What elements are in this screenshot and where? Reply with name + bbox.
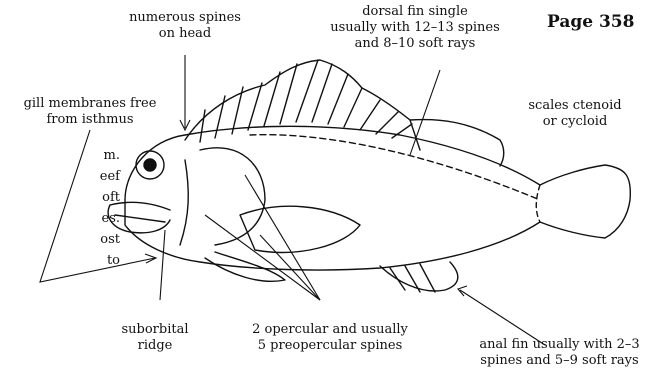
background-text-line: es.: [62, 208, 120, 229]
background-text-line: m.: [62, 145, 120, 166]
background-text: m. eef oft es. ost to: [62, 145, 120, 271]
label-opercular-spines: 2 opercular and usually 5 preopercular s…: [230, 322, 430, 354]
label-scales: scales ctenoid or cycloid: [500, 98, 650, 130]
pectoral-fin: [240, 206, 360, 252]
label-spines-on-head: numerous spines on head: [100, 10, 270, 42]
label-gill-membranes: gill membranes free from isthmus: [0, 96, 180, 128]
background-text-line: eef: [62, 166, 120, 187]
label-dorsal-fin: dorsal fin single usually with 12–13 spi…: [300, 4, 530, 52]
label-suborbital-ridge: suborbital ridge: [100, 322, 210, 354]
label-anal-fin: anal fin usually with 2–3 spines and 5–9…: [460, 337, 659, 369]
background-text-line: to: [62, 250, 120, 271]
fish-body: [125, 126, 630, 270]
page-label: Page 358: [547, 12, 634, 32]
background-text-line: ost: [62, 229, 120, 250]
background-text-line: oft: [62, 187, 120, 208]
